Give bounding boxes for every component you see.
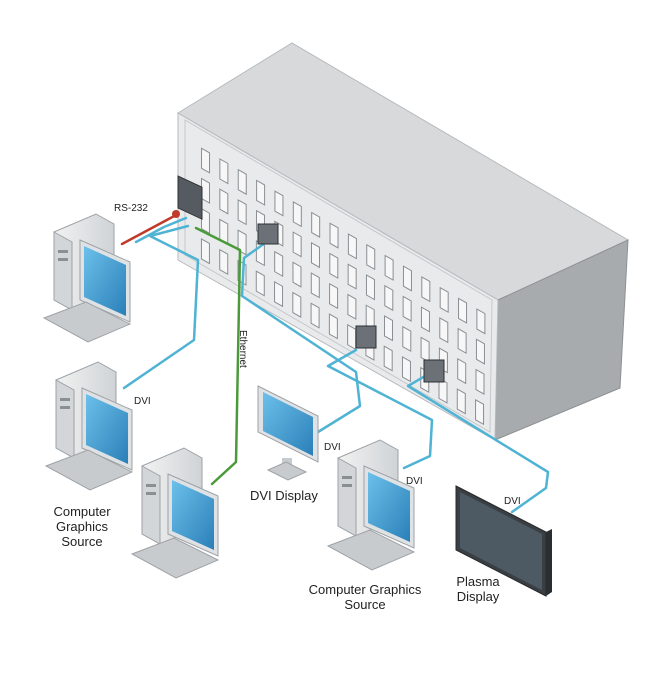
dvi-port (311, 211, 321, 238)
dvi-port (292, 201, 302, 228)
rs232-cable (120, 212, 180, 246)
dvi-port (457, 358, 467, 385)
dvi-port (237, 199, 247, 226)
dvi-port (421, 276, 431, 303)
plasma-display (455, 485, 552, 597)
dvi-port (310, 302, 320, 329)
dvi-port (402, 295, 412, 322)
dvi-port (402, 325, 412, 353)
dvi-port (329, 222, 339, 249)
dvi-label-plasma: DVI (504, 496, 521, 507)
dvi-port (457, 327, 467, 354)
dvi-port (292, 291, 302, 318)
dvi-port (347, 293, 357, 320)
cable-plugs (172, 175, 445, 383)
dvi-cable-dvi-display (240, 236, 362, 434)
dvi-port (274, 281, 284, 308)
dvi-port (274, 250, 284, 277)
dvi-port (329, 252, 339, 279)
source-left-caption-line1: Computer (53, 504, 111, 519)
dvi-port (384, 254, 394, 281)
computer-left-source (44, 361, 134, 491)
source-left-caption-line3: Source (61, 534, 102, 549)
port-array (200, 147, 486, 426)
dvi-port (274, 190, 284, 217)
dvi-port (347, 233, 357, 260)
dvi-port (475, 338, 485, 365)
dvi-port (328, 313, 338, 340)
dvi-cable-plasma (406, 370, 550, 514)
dvi-port (200, 238, 210, 265)
dvi-port (219, 248, 229, 276)
dvi-port (292, 261, 302, 288)
dvi-port (384, 284, 394, 312)
source-left-caption-line2: Graphics (56, 519, 109, 534)
dvi-port (476, 308, 486, 335)
dvi-port (439, 286, 449, 314)
dvi-port (365, 274, 375, 301)
dvi-port (237, 229, 247, 256)
dvi-port (420, 336, 430, 363)
dvi-port (420, 306, 430, 333)
dvi-port (402, 265, 412, 292)
computer-ethernet-client (130, 447, 220, 579)
dvi-port (237, 168, 247, 196)
dvi-port (383, 315, 393, 342)
dvi-port (439, 317, 449, 344)
source-bottom-caption-line2: Source (344, 597, 385, 612)
source-bottom-caption-line1: Computer Graphics (309, 582, 422, 597)
dvi-port (456, 388, 466, 415)
dvi-port (310, 241, 320, 269)
dvi-port (401, 356, 411, 383)
dvi-port (383, 345, 393, 372)
dvi-port (200, 177, 210, 204)
dvi-label-left: DVI (134, 396, 151, 407)
dvi-cable-top-computer (134, 216, 188, 244)
dvi-port (200, 207, 210, 235)
rs232-label: RS-232 (114, 203, 148, 214)
computer-bottom-source (326, 439, 416, 571)
dvi-port (219, 188, 229, 215)
dvi-port (256, 179, 266, 206)
plasma-caption-line2: Display (457, 589, 500, 604)
dvi-display-caption: DVI Display (250, 488, 318, 503)
dvi-port (219, 158, 229, 185)
dvi-port (458, 297, 468, 324)
dvi-port (475, 398, 485, 426)
dvi-port (255, 270, 265, 297)
dvi-port (347, 323, 357, 351)
computer-top-left (42, 213, 132, 343)
dvi-port (201, 147, 211, 174)
ethernet-cable (194, 226, 242, 486)
plasma-caption-line1: Plasma (456, 574, 500, 589)
dvi-port (366, 243, 376, 271)
dvi-port (310, 272, 320, 299)
ethernet-label: Ethernet (237, 330, 248, 368)
dvi-port (347, 263, 357, 290)
dvi-cable-left-computer (122, 224, 200, 390)
dvi-port (475, 368, 485, 395)
dvi-port (292, 231, 302, 258)
dvi-display (257, 385, 319, 481)
dvi-cable-bottom-computer (326, 348, 434, 470)
cables (120, 212, 550, 514)
dvi-label-display: DVI (324, 442, 341, 453)
dvi-label-bottom: DVI (406, 476, 423, 487)
dvi-port (329, 282, 339, 310)
